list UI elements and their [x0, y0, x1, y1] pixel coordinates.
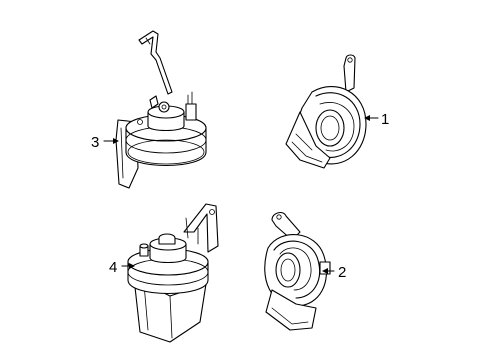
part-2-horn — [264, 211, 331, 331]
callout-4-label: 4 — [109, 259, 117, 276]
callout-1-label: 1 — [381, 111, 389, 128]
callout-1: 1 — [364, 111, 389, 128]
part-4-horn — [127, 203, 219, 343]
callout-3-label: 3 — [91, 134, 99, 151]
callout-2-label: 2 — [338, 264, 346, 281]
callout-2: 2 — [322, 264, 346, 281]
part-3-horn — [115, 30, 207, 189]
part-1-horn — [285, 54, 367, 169]
callout-3: 3 — [91, 134, 119, 151]
callout-4: 4 — [109, 259, 135, 276]
